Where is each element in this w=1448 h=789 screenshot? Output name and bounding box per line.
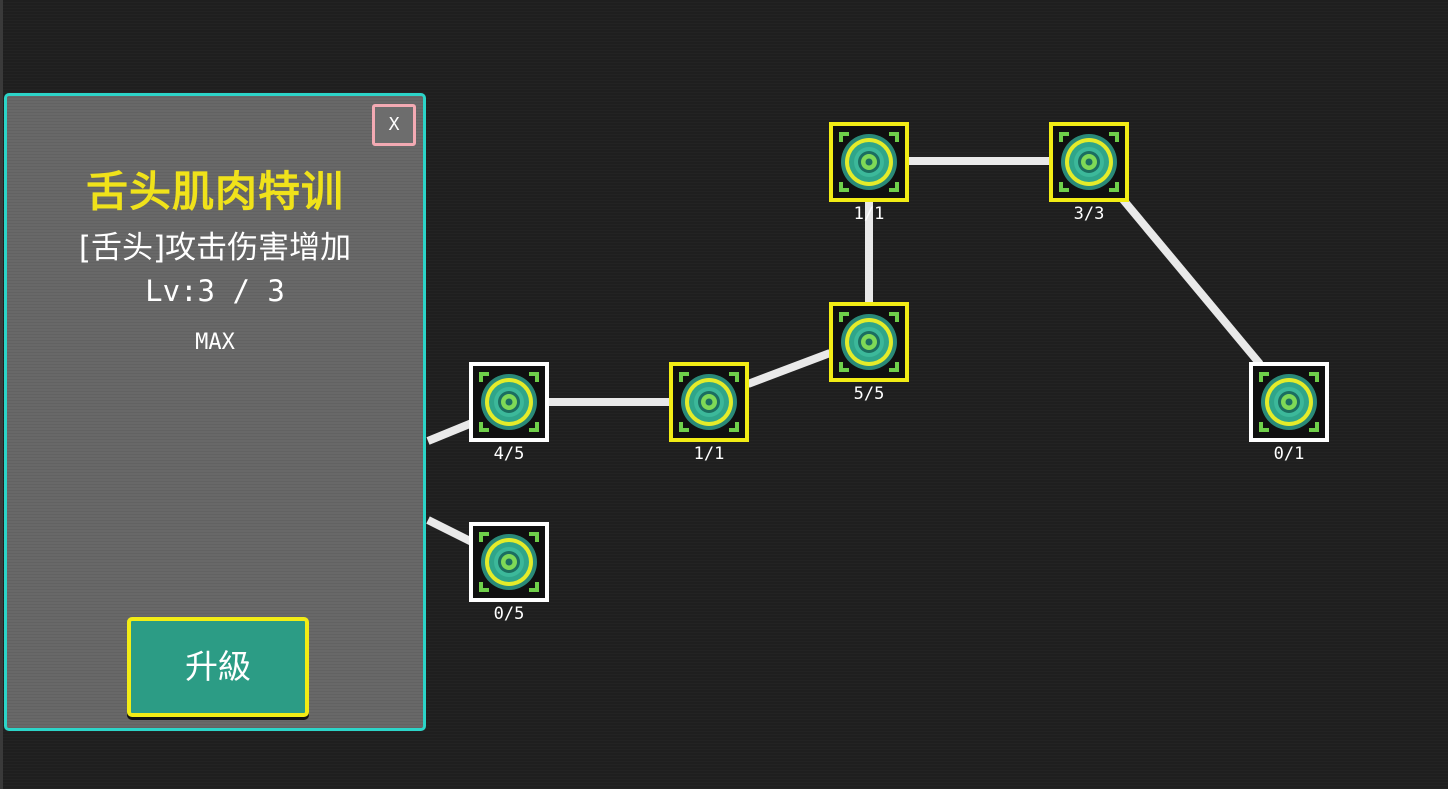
skill-node[interactable] [829, 122, 909, 202]
skill-node-count: 4/5 [493, 444, 525, 464]
screen-edge [0, 0, 3, 789]
target-disc-icon [477, 370, 541, 434]
skill-node-count: 5/5 [853, 384, 885, 404]
target-disc-icon [837, 130, 901, 194]
connection-line [426, 516, 474, 546]
target-disc-icon [477, 530, 541, 594]
target-disc-icon [1257, 370, 1321, 434]
skill-detail-panel: X 舌头肌肉特训 [舌头]攻击伤害增加 Lv:3 / 3 MAX 升級 [4, 93, 426, 731]
skill-node[interactable] [829, 302, 909, 382]
skill-node-count: 0/1 [1273, 444, 1305, 464]
target-disc-icon [677, 370, 741, 434]
skill-node[interactable] [669, 362, 749, 442]
target-disc-icon [1057, 130, 1121, 194]
skill-title: 舌头肌肉特训 [85, 167, 344, 216]
skill-node[interactable] [1049, 122, 1129, 202]
connection-line [1116, 193, 1264, 367]
skill-max-status: MAX [195, 330, 235, 355]
skill-node-count: 1/1 [693, 444, 725, 464]
upgrade-button[interactable]: 升級 [127, 617, 309, 717]
skill-node-count: 0/5 [493, 604, 525, 624]
connection-line [746, 349, 832, 388]
skill-node[interactable] [469, 362, 549, 442]
skill-level: Lv:3 / 3 [145, 274, 285, 308]
connection-line [426, 419, 474, 445]
skill-node-count: 1/1 [853, 204, 885, 224]
skill-node[interactable] [469, 522, 549, 602]
close-button[interactable]: X [372, 104, 416, 146]
skill-description: [舌头]攻击伤害增加 [78, 230, 352, 266]
skill-node-count: 3/3 [1073, 204, 1105, 224]
skill-node[interactable] [1249, 362, 1329, 442]
target-disc-icon [837, 310, 901, 374]
